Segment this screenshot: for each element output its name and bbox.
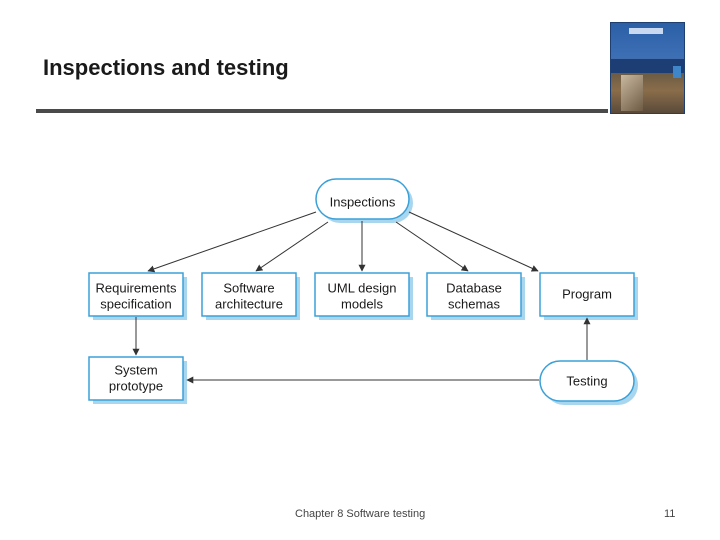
node-architecture-label-line2: architecture [215, 296, 283, 311]
node-prototype-label-line2: prototype [109, 378, 163, 393]
book-cover-edition-badge [673, 66, 681, 78]
node-uml-label-line1: UML design [328, 280, 397, 295]
book-cover-building-photo [621, 75, 643, 111]
node-software-architecture: Software architecture [201, 272, 300, 320]
arrow-inspections-to-architecture [255, 221, 329, 272]
node-testing: Testing [539, 360, 638, 405]
node-program: Program [539, 272, 638, 320]
node-program-label: Program [562, 286, 612, 301]
node-database-label-line1: Database [446, 280, 502, 295]
node-uml-label-line2: models [341, 296, 383, 311]
slide-title: Inspections and testing [43, 55, 289, 80]
node-inspections-label: Inspections [330, 194, 396, 209]
node-uml-design-models: UML design models [314, 272, 413, 320]
book-cover-logo-strip [629, 28, 663, 34]
node-system-prototype: System prototype [88, 356, 187, 404]
book-cover-image [610, 22, 685, 114]
title-divider [36, 109, 608, 113]
node-requirements-label-line1: Requirements [96, 280, 177, 295]
node-database-schemas: Database schemas [426, 272, 525, 320]
arrow-inspections-to-program [408, 211, 539, 272]
page-number: 11 [664, 508, 676, 520]
node-requirements-specification: Requirements specification [88, 272, 187, 320]
arrow-inspections-to-database [395, 221, 469, 272]
footer-chapter-text: Chapter 8 Software testing [295, 508, 426, 520]
arrow-inspections-to-requirements [147, 211, 317, 273]
node-database-label-line2: schemas [448, 296, 501, 311]
node-architecture-label-line1: Software [223, 280, 274, 295]
node-inspections: Inspections [315, 178, 413, 223]
node-testing-label: Testing [566, 373, 607, 388]
node-requirements-label-line2: specification [100, 296, 172, 311]
node-prototype-label-line1: System [114, 362, 157, 377]
book-cover-title-band [611, 59, 684, 73]
